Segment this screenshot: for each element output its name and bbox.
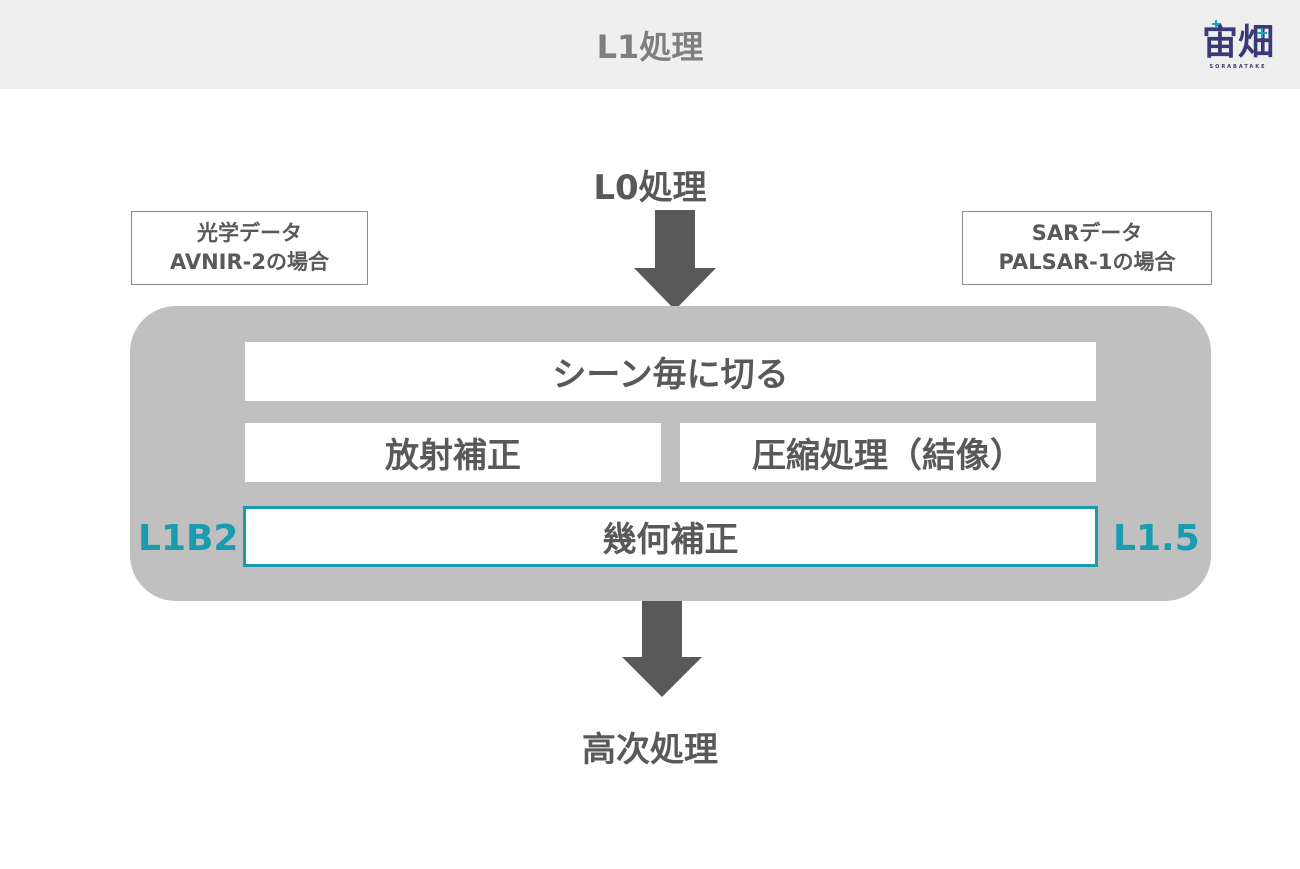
scene-cut-step: シーン毎に切る xyxy=(245,342,1096,401)
sar-data-note: SARデータ PALSAR-1の場合 xyxy=(962,211,1212,285)
logo-mark: 宙畑 xyxy=(1202,22,1274,63)
down-arrow-bottom-icon xyxy=(622,601,702,697)
output-stage-label: 高次処理 xyxy=(582,730,718,770)
input-stage-label: L0処理 xyxy=(593,168,707,208)
optical-note-line2: AVNIR-2の場合 xyxy=(170,250,329,274)
sar-note-line1: SARデータ xyxy=(1031,221,1143,245)
compression-processing-step: 圧縮処理（結像） xyxy=(680,423,1096,482)
optical-note-line1: 光学データ xyxy=(197,221,302,245)
level-label-l1-5: L1.5 xyxy=(1113,518,1200,559)
geometric-correction-step: 幾何補正 xyxy=(243,506,1098,567)
optical-data-note: 光学データ AVNIR-2の場合 xyxy=(131,211,368,285)
header-bar: L1処理 宙畑 SORABATAKE xyxy=(0,0,1300,89)
page-title: L1処理 xyxy=(596,27,704,66)
sorabatake-logo: 宙畑 SORABATAKE xyxy=(1196,16,1280,74)
sar-note-line2: PALSAR-1の場合 xyxy=(998,250,1176,274)
radiometric-correction-step: 放射補正 xyxy=(245,423,661,482)
down-arrow-top-icon xyxy=(634,210,716,310)
logo-subtitle: SORABATAKE xyxy=(1209,64,1267,70)
level-label-l1b2: L1B2 xyxy=(138,518,239,559)
